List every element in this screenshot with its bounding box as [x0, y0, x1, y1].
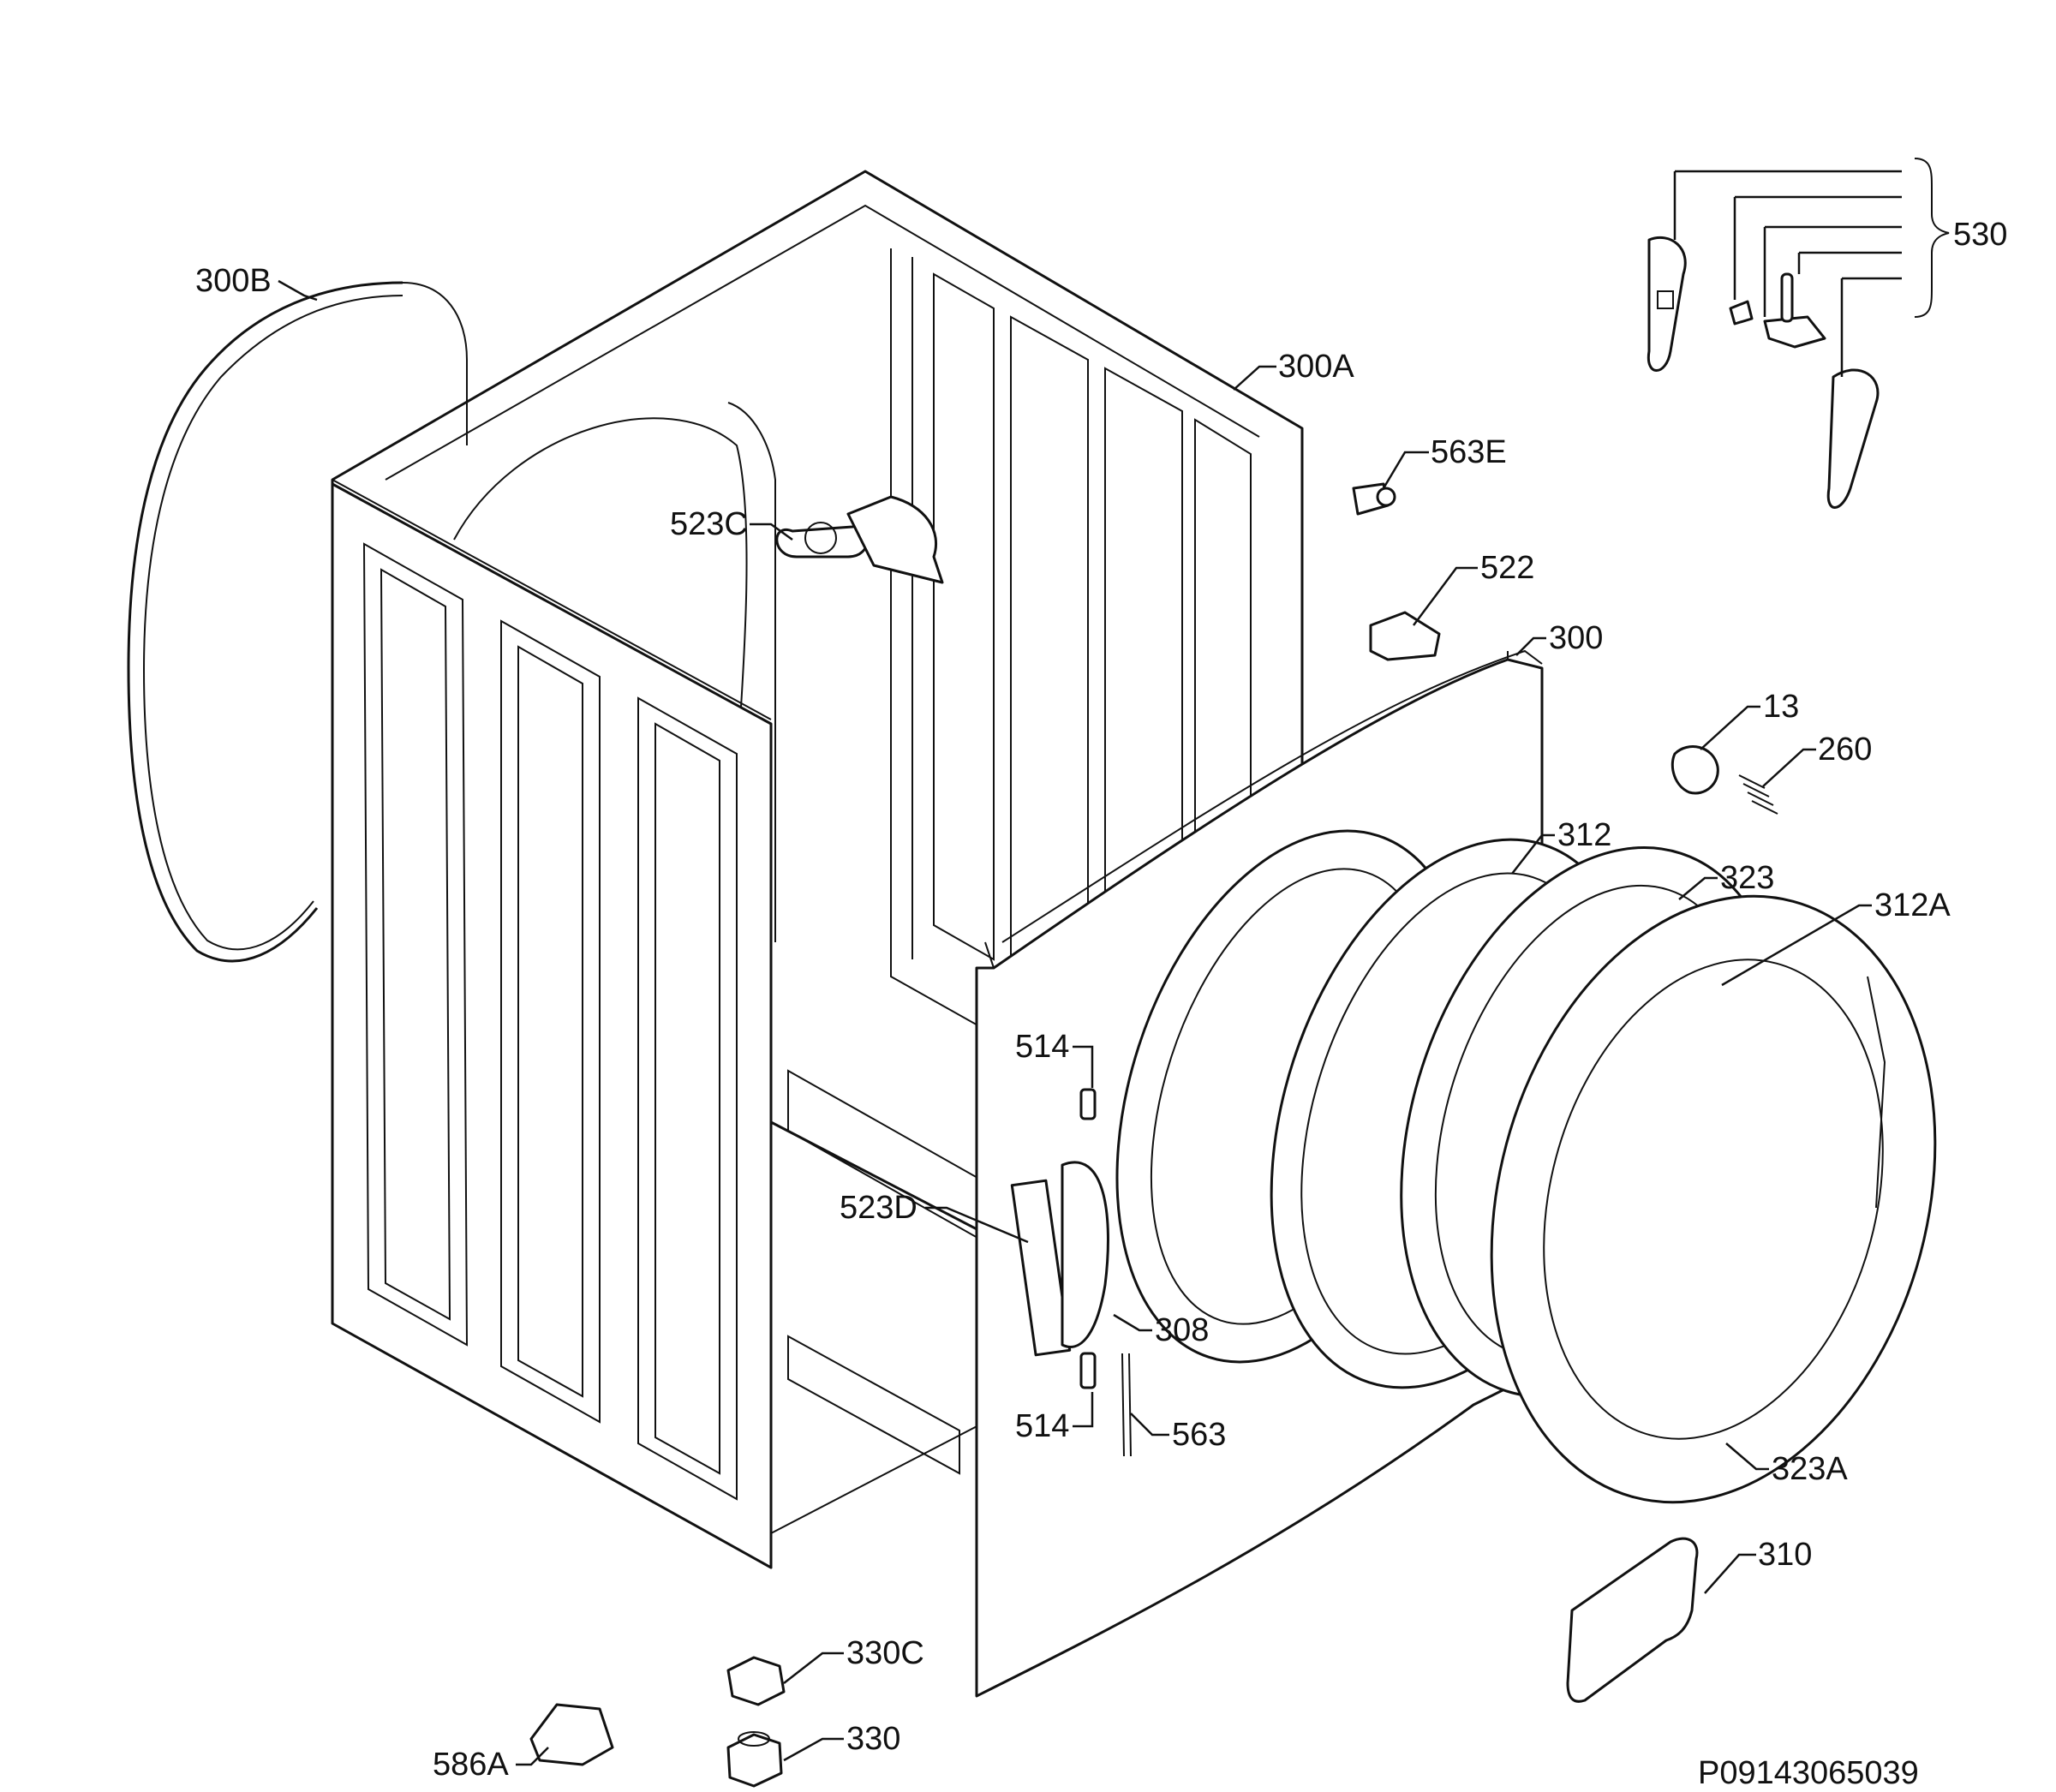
- callout-523D: 523D: [840, 1190, 917, 1226]
- callout-563: 563: [1172, 1417, 1226, 1453]
- callout-312A: 312A: [1874, 887, 1951, 923]
- leader-lines: [278, 279, 1872, 1766]
- filter-cover-310: [1566, 1537, 1699, 1703]
- callout-310: 310: [1758, 1537, 1812, 1573]
- callout-300: 300: [1549, 620, 1603, 656]
- callout-586A: 586A: [433, 1747, 509, 1783]
- callout-308: 308: [1155, 1312, 1209, 1348]
- callout-300A: 300A: [1278, 349, 1354, 385]
- hinge-523D: [1010, 1161, 1109, 1357]
- callout-312: 312: [1557, 817, 1611, 853]
- rod-563: [1121, 1353, 1132, 1457]
- callout-530: 530: [1953, 217, 2007, 253]
- fitting-330: [726, 1731, 783, 1788]
- hose-loop-300B: [127, 281, 468, 963]
- part-563E: [1352, 482, 1396, 516]
- callout-330C: 330C: [846, 1635, 924, 1671]
- callout-563E: 563E: [1431, 434, 1507, 470]
- pin-514-lower: [1079, 1352, 1097, 1389]
- callout-514-lower: 514: [1015, 1408, 1069, 1444]
- latch-522: [1369, 611, 1441, 661]
- handle-assembly-530: [1647, 158, 1950, 509]
- outer-door-323A: [1490, 894, 1937, 1504]
- pin-514-upper: [1079, 1088, 1097, 1120]
- callout-300B: 300B: [195, 263, 272, 299]
- callout-260: 260: [1818, 732, 1872, 768]
- cap-13: [1670, 745, 1719, 795]
- callout-523C: 523C: [670, 506, 748, 542]
- spring-260: [1738, 774, 1778, 815]
- hose-clamp-523C: [775, 495, 944, 584]
- document-number: P09143065039: [1698, 1755, 1919, 1791]
- cabinet-body: [331, 170, 1304, 1569]
- callout-323: 323: [1720, 860, 1774, 896]
- callout-323A: 323A: [1772, 1451, 1848, 1487]
- callout-13: 13: [1763, 689, 1799, 725]
- callout-514-upper: 514: [1015, 1029, 1069, 1065]
- bracket-586A: [529, 1703, 614, 1766]
- callout-330: 330: [846, 1721, 900, 1757]
- callout-labels: 300B 300A 523C 563E 530 522 300 13 260 3…: [195, 217, 2007, 1783]
- callout-522: 522: [1480, 550, 1534, 586]
- fitting-330C: [726, 1656, 786, 1706]
